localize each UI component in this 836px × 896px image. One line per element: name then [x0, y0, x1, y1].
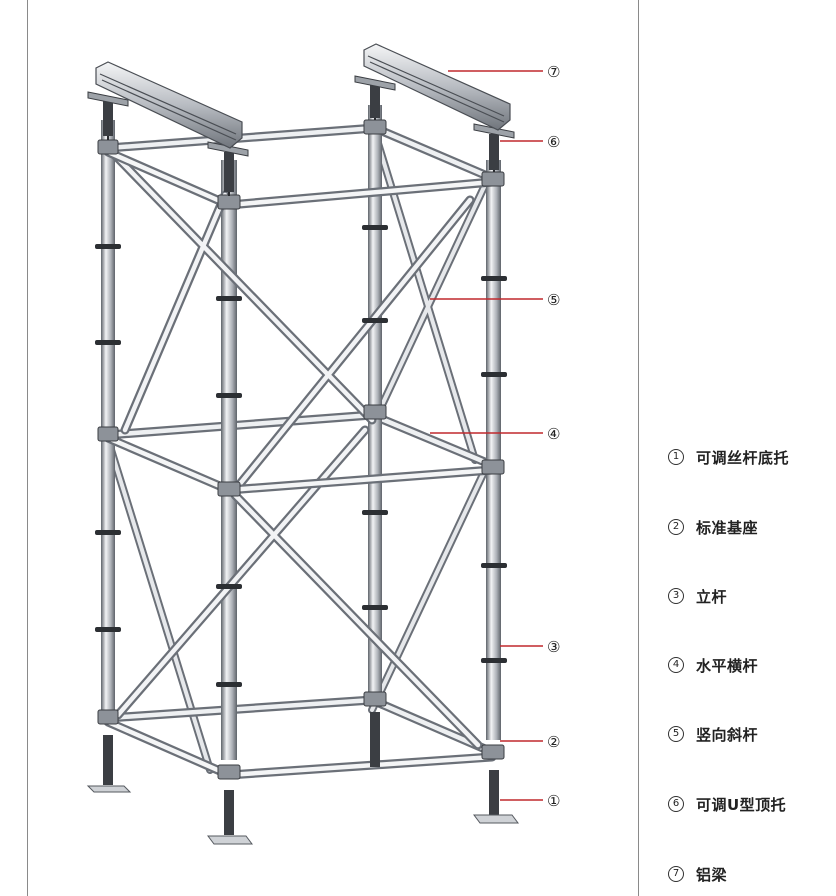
legend-item-7: 7 铝梁 — [668, 859, 836, 889]
callout-number-5: ⑤ — [547, 291, 560, 309]
legend-item-4: 4 水平横杆 — [668, 650, 836, 680]
legend-label: 立杆 — [696, 587, 728, 606]
right-frame-line — [638, 0, 639, 896]
legend-number-badge: 7 — [668, 866, 684, 882]
legend-label: 水平横杆 — [696, 656, 759, 675]
horizontal-ledgers-back — [103, 123, 497, 757]
legend-item-1: 1 可调丝杆底托 — [668, 442, 836, 472]
legend-label: 可调U型顶托 — [696, 795, 787, 814]
left-frame-line — [27, 0, 28, 896]
legend-label: 竖向斜杆 — [696, 725, 759, 744]
legend-label: 铝梁 — [696, 865, 728, 884]
legend-number-badge: 6 — [668, 796, 684, 812]
legend-item-2: 2 标准基座 — [668, 512, 836, 542]
legend-item-3: 3 立杆 — [668, 581, 836, 611]
legend-number-badge: 4 — [668, 657, 684, 673]
aluminum-beams — [95, 43, 511, 149]
joint-nodes — [97, 119, 505, 780]
legend-number-badge: 3 — [668, 588, 684, 604]
legend-number-badge: 5 — [668, 726, 684, 742]
base-plates — [86, 785, 519, 845]
rosette-rings — [95, 225, 507, 687]
callout-number-1: ① — [547, 792, 560, 810]
legend-label: 可调丝杆底托 — [696, 448, 790, 467]
callout-number-4: ④ — [547, 425, 560, 443]
legend-label: 标准基座 — [696, 518, 759, 537]
legend-item-6: 6 可调U型顶托 — [668, 789, 836, 819]
legend-number-badge: 1 — [668, 449, 684, 465]
callout-number-3: ③ — [547, 638, 560, 656]
callout-number-6: ⑥ — [547, 133, 560, 151]
callout-number-2: ② — [547, 733, 560, 751]
legend-item-5: 5 竖向斜杆 — [668, 719, 836, 749]
diagonal-braces-front — [105, 145, 483, 750]
callout-number-7: ⑦ — [547, 63, 560, 81]
standards-front — [221, 160, 501, 760]
base-jacks — [103, 712, 499, 835]
u-head-plates — [87, 75, 515, 157]
horizontal-ledgers-front — [103, 147, 497, 780]
legend-number-badge: 2 — [668, 519, 684, 535]
callout-lines: ⑦ ⑥ ⑤ ④ ③ ② ① — [430, 63, 560, 810]
diagonal-braces-back — [104, 136, 489, 774]
